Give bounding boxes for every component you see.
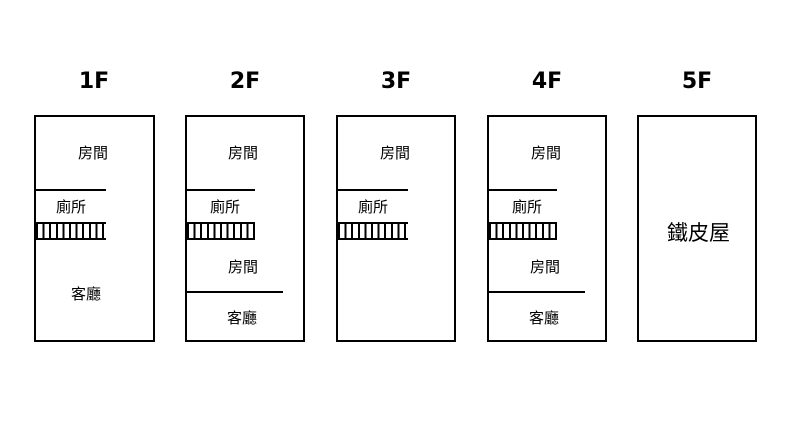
wall-toilet-4f: [489, 189, 557, 191]
wall-toilet-3f: [338, 189, 408, 191]
floor-label-2f: 2F: [229, 69, 261, 94]
room-living-1f: 客廳: [71, 285, 102, 303]
room-toilet-1f: 廁所: [56, 198, 87, 216]
room-tin-house-5f: 鐵皮屋: [667, 221, 730, 245]
floor-plan-3f: 房間 廁所: [336, 115, 456, 342]
floor-label-1f: 1F: [78, 69, 110, 94]
room-bedroom2-4f: 房間: [530, 258, 561, 276]
floor-label-3f: 3F: [380, 69, 412, 94]
floor-label-5f: 5F: [681, 69, 713, 94]
floor-plan-5f: 鐵皮屋: [637, 115, 757, 342]
room-toilet-3f: 廁所: [358, 198, 389, 216]
stairs-1f: [36, 222, 106, 240]
room-bedroom-4f: 房間: [531, 144, 562, 162]
stairs-2f: [187, 222, 255, 240]
room-toilet-2f: 廁所: [210, 198, 241, 216]
room-bedroom2-2f: 房間: [228, 258, 259, 276]
floor-plan-1f: 房間 廁所 客廳: [34, 115, 155, 342]
stairs-3f: [338, 222, 408, 240]
wall-toilet-2f: [187, 189, 255, 191]
wall-living-4f: [489, 291, 585, 293]
room-bedroom-2f: 房間: [228, 144, 259, 162]
floor-plan-4f: 房間 廁所 房間 客廳: [487, 115, 607, 342]
room-bedroom-3f: 房間: [380, 144, 411, 162]
room-living-4f: 客廳: [529, 309, 560, 327]
wall-toilet-1f: [36, 189, 106, 191]
room-living-2f: 客廳: [227, 309, 258, 327]
room-toilet-4f: 廁所: [512, 198, 543, 216]
wall-living-2f: [187, 291, 283, 293]
floor-label-4f: 4F: [531, 69, 563, 94]
stairs-4f: [489, 222, 557, 240]
room-bedroom-1f: 房間: [78, 144, 109, 162]
floor-plan-2f: 房間 廁所 房間 客廳: [185, 115, 305, 342]
